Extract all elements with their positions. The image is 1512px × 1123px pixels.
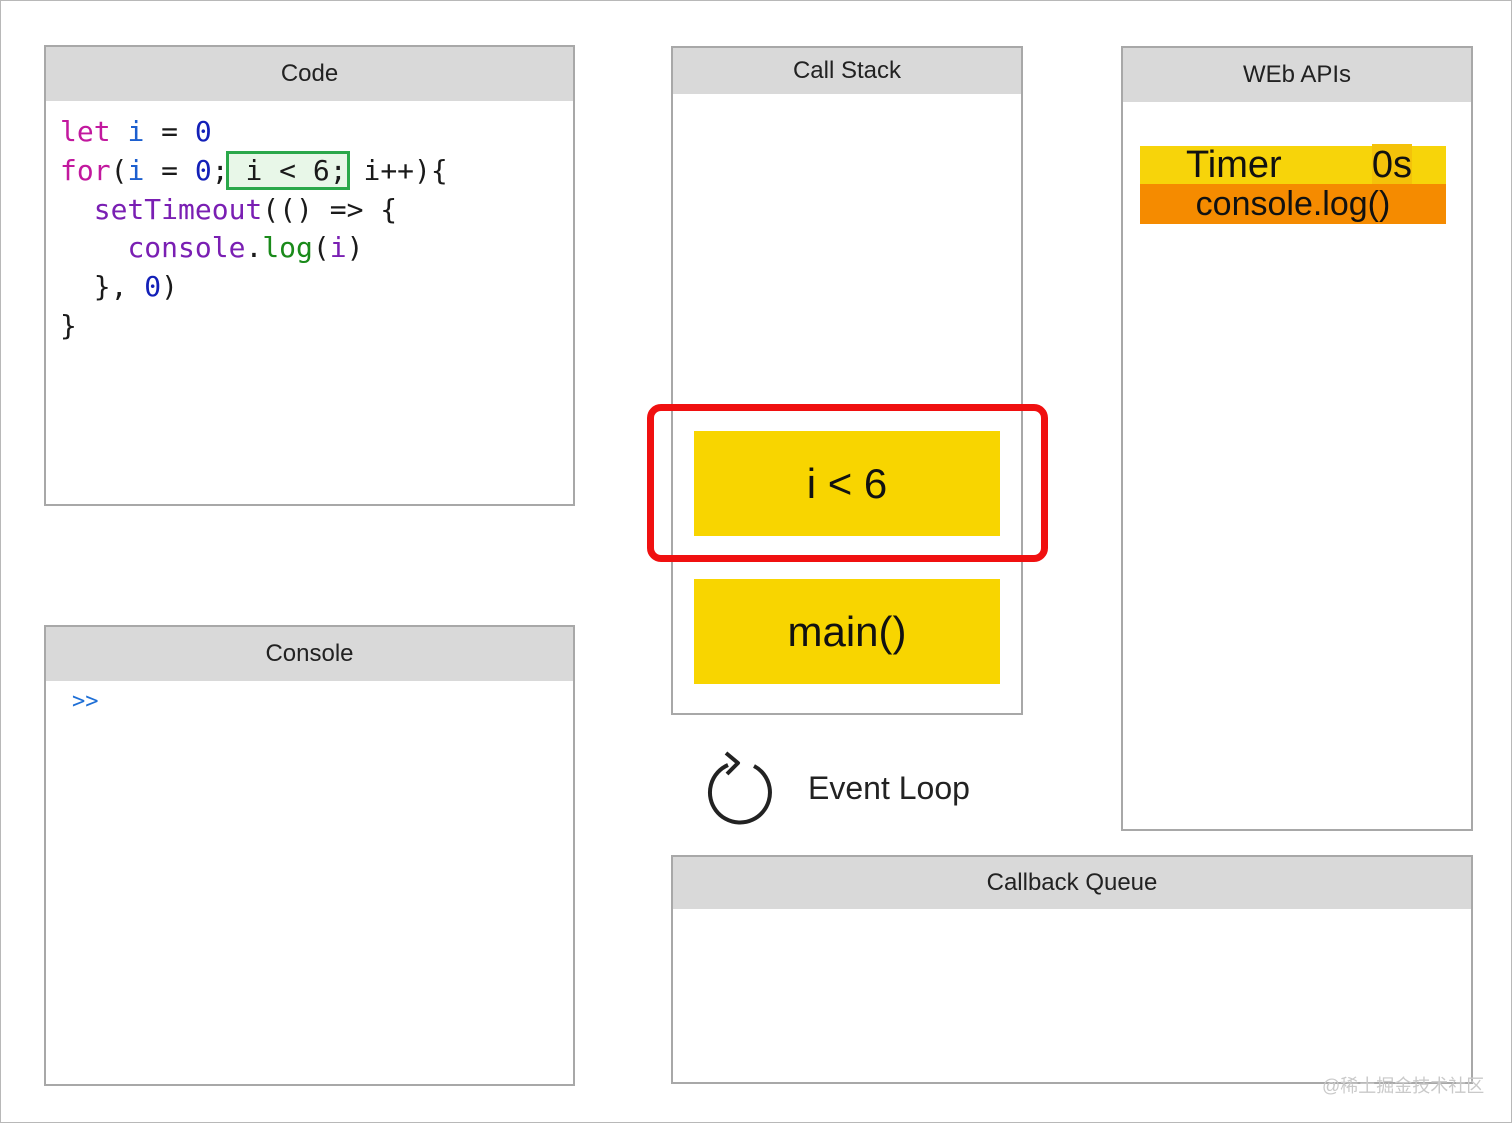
code-token: 0 <box>144 270 162 304</box>
code-token: . <box>245 231 263 265</box>
code-token: i <box>127 115 145 148</box>
code-line: setTimeout(() => { <box>60 191 448 230</box>
watermark: @稀土掘金技术社区 <box>1322 1076 1485 1096</box>
code-token: ) <box>161 270 179 304</box>
code-token: 0 <box>194 115 212 148</box>
code-token: ; <box>211 153 229 187</box>
event-loop-icon <box>707 751 772 825</box>
code-token: }, <box>60 270 145 304</box>
code-token: i <box>329 231 347 265</box>
callback-queue-title: Callback Queue <box>673 857 1471 909</box>
console-panel: Console >> <box>44 625 575 1086</box>
highlighted-condition: i < 6; <box>225 150 350 190</box>
code-token: } <box>60 308 77 342</box>
callback-queue-panel: Callback Queue <box>671 855 1473 1084</box>
code-token: setTimeout <box>93 192 263 226</box>
stack-frame-main: main() <box>694 579 1000 684</box>
code-token: = <box>144 153 195 187</box>
event-loop-label: Event Loop <box>808 770 970 806</box>
code-token: (() => { <box>262 192 398 226</box>
current-frame-highlight <box>647 404 1048 562</box>
code-token: i <box>127 153 145 187</box>
code-line: }, 0) <box>60 268 448 307</box>
timer-duration: 0s <box>1371 143 1412 187</box>
code-token: 0 <box>194 153 212 187</box>
code-token <box>111 115 128 148</box>
code-token: let <box>60 115 111 148</box>
console-panel-title: Console <box>46 627 573 681</box>
code-line: let i = 0 <box>60 113 448 152</box>
stack-frame-condition: i < 6 <box>694 431 1000 536</box>
code-token: log <box>262 231 313 265</box>
timer-label: Timer <box>1186 143 1282 186</box>
timer-entry: Timer 0s <box>1140 143 1446 187</box>
code-token: for <box>60 153 111 187</box>
code-line: console.log(i) <box>60 229 448 268</box>
code-token: ( <box>312 231 330 265</box>
code-token: ) <box>346 231 364 265</box>
web-apis-title: WEb APIs <box>1123 48 1471 102</box>
code-line: } <box>60 307 448 346</box>
code-token <box>60 193 94 226</box>
code-token <box>60 231 127 264</box>
timer-callback: console.log() <box>1140 184 1446 224</box>
code-token: console <box>127 231 246 265</box>
code-token: ( <box>110 153 128 187</box>
code-token: = <box>144 115 195 148</box>
call-stack-title: Call Stack <box>673 48 1021 94</box>
code-line: for(i = 0; i < 6; i++){ <box>60 150 448 191</box>
code-panel-title: Code <box>46 47 573 101</box>
console-prompt[interactable]: >> <box>72 689 99 714</box>
code-token: i++){ <box>346 153 448 187</box>
